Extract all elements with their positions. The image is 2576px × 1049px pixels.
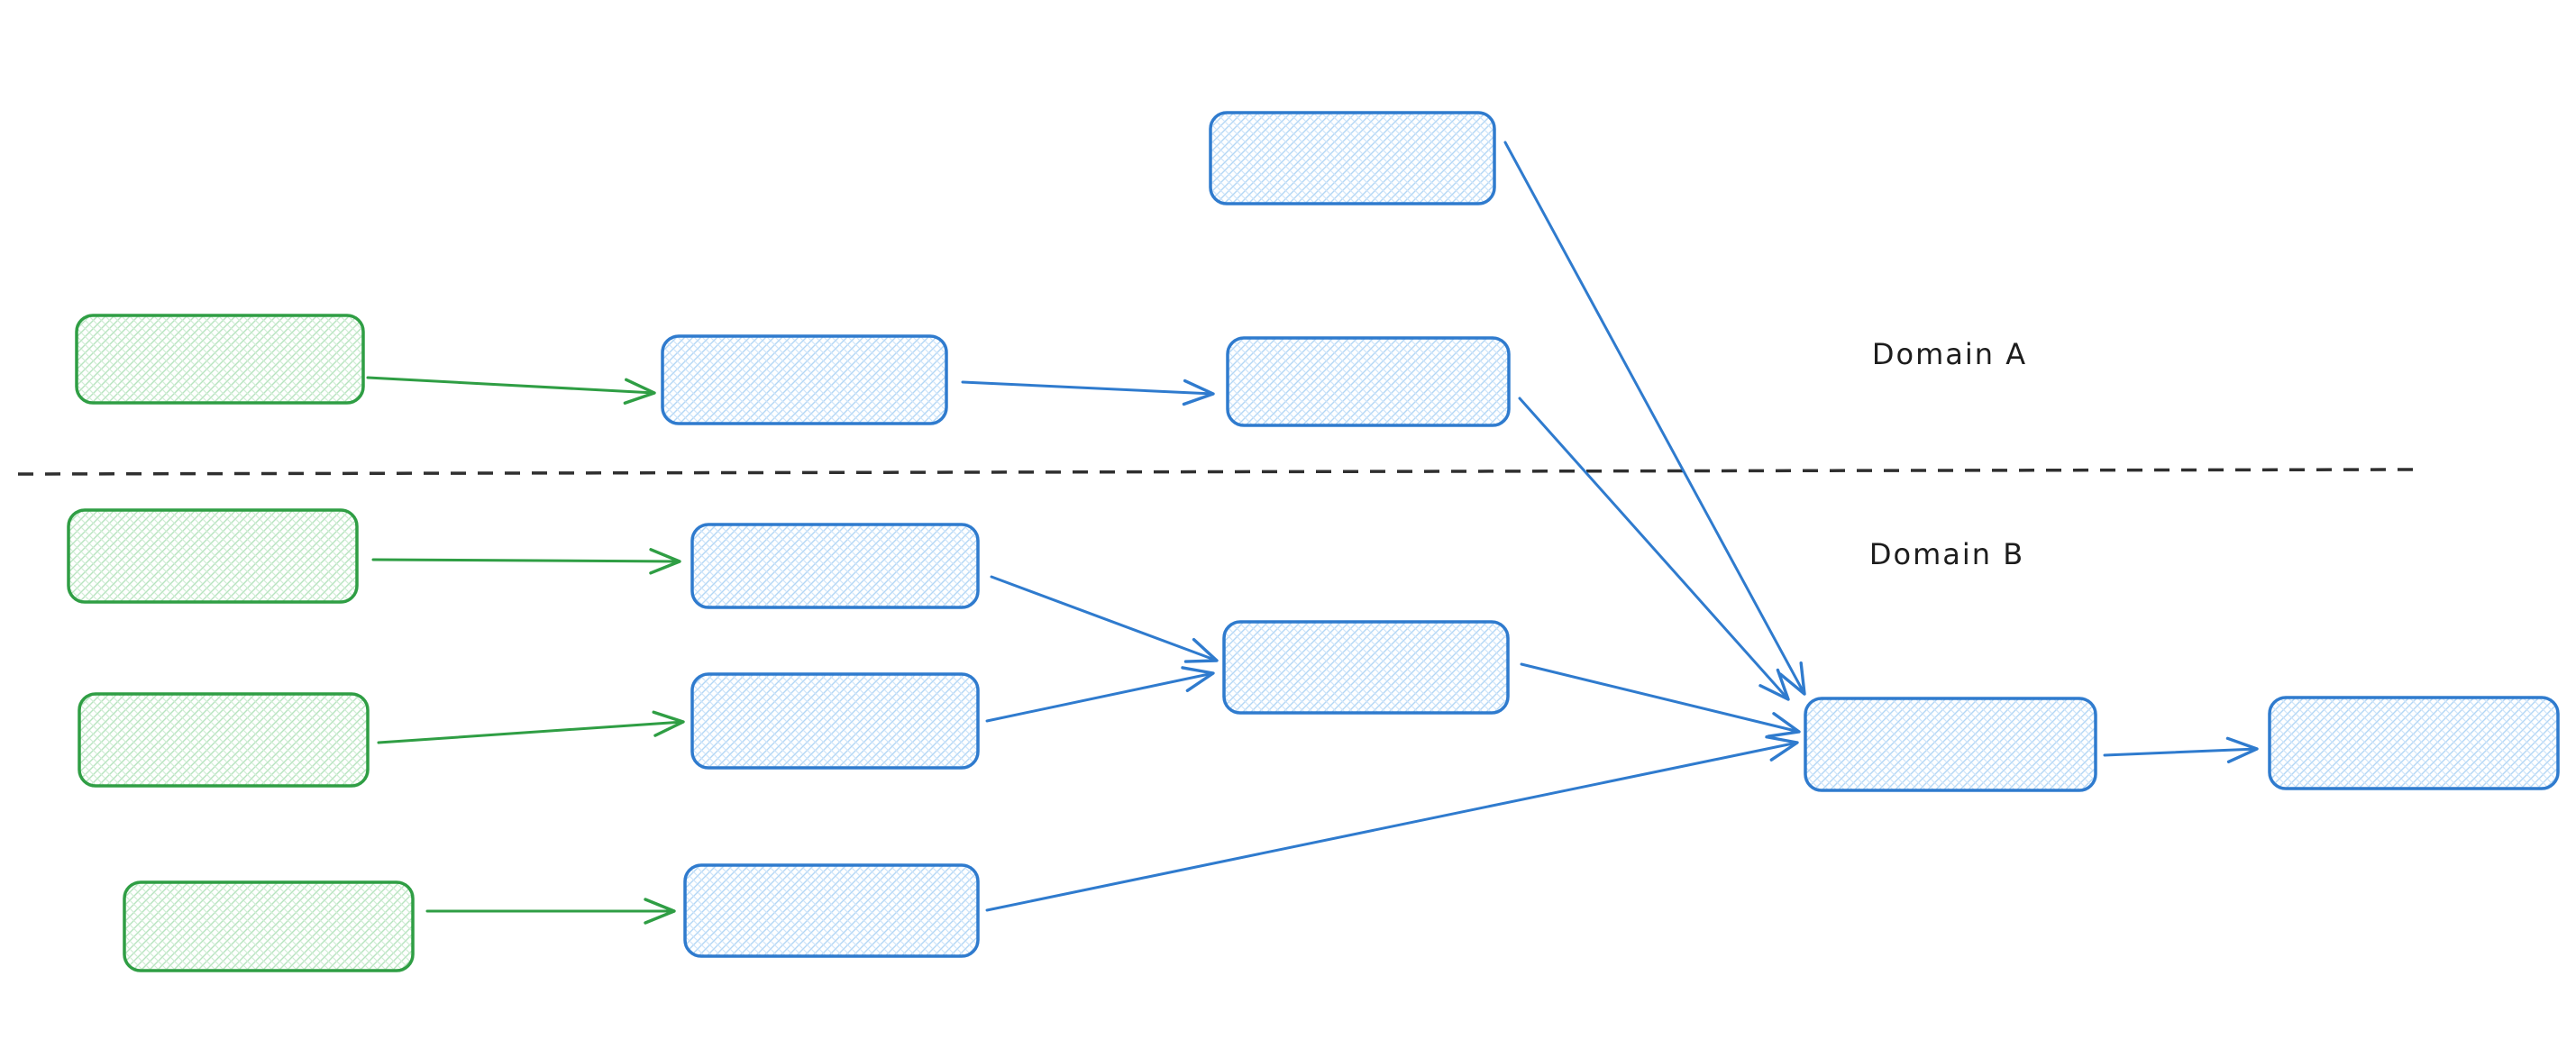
edge-blue-stage2-a-to-blue-aggregate: [1518, 397, 1790, 701]
edge-blue-external-a-to-blue-aggregate: [1503, 141, 1806, 696]
node-blue-stage1-b3: [683, 863, 980, 958]
node-blue-output: [2268, 696, 2560, 790]
node-blue-merge-b: [1222, 620, 1510, 715]
node-blue-aggregate: [1804, 697, 2097, 792]
edge-blue-stage1-b2-to-blue-merge-b: [985, 666, 1215, 723]
diagram-nodes: [67, 111, 2560, 972]
diagram-edges: [366, 141, 2259, 925]
domain-b-label: Domain B: [1868, 537, 2025, 571]
node-blue-stage1-a: [661, 334, 948, 425]
edge-green-source-a-to-blue-stage1-a: [366, 376, 656, 405]
node-blue-external-a: [1209, 111, 1496, 205]
edge-blue-merge-b-to-blue-aggregate: [1520, 662, 1801, 738]
node-green-source-a: [75, 314, 365, 405]
node-green-source-b1: [67, 508, 359, 604]
node-blue-stage2-a: [1226, 336, 1511, 427]
node-green-source-b3: [123, 880, 415, 972]
edge-blue-stage1-b3-to-blue-aggregate: [985, 735, 1799, 912]
edge-blue-stage1-b1-to-blue-merge-b: [990, 575, 1219, 663]
edge-blue-aggregate-to-blue-output: [2103, 736, 2259, 764]
node-green-source-b2: [78, 692, 370, 788]
domain-divider-line: [17, 468, 2415, 476]
edge-green-source-b2-to-blue-stage1-b2: [377, 710, 685, 744]
node-blue-stage1-b1: [690, 523, 980, 609]
edge-blue-stage1-a-to-blue-stage2-a: [961, 379, 1215, 406]
node-blue-stage1-b2: [690, 672, 980, 770]
edge-green-source-b1-to-blue-stage1-b1: [371, 548, 681, 575]
domain-a-label: Domain A: [1871, 337, 2028, 371]
